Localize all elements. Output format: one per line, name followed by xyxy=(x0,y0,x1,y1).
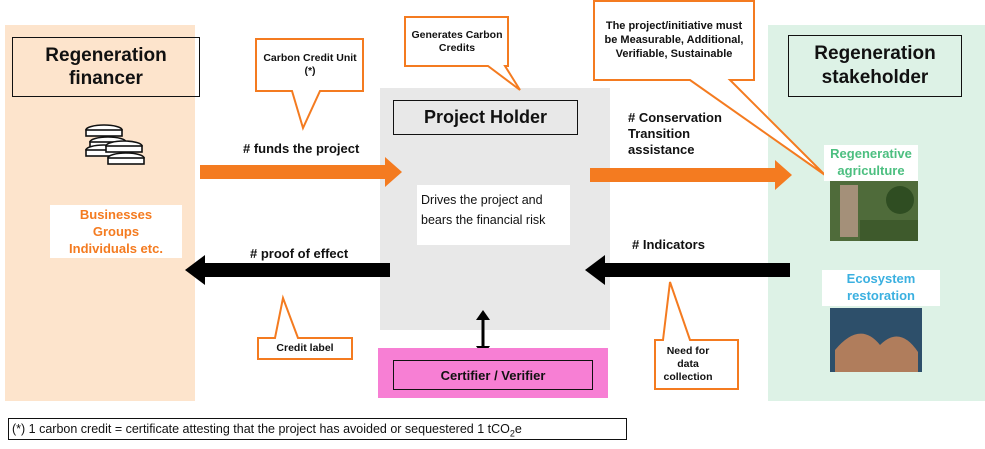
data-collection-callout xyxy=(654,281,739,390)
footnote-suffix: e xyxy=(514,422,522,436)
data-collection-callout-text: Need for data collection xyxy=(663,345,713,383)
generates-callout xyxy=(404,16,521,91)
conservation-label: # Conservation Transition assistance xyxy=(628,110,722,158)
footnote-subscript: 2 xyxy=(509,428,515,439)
carbon-unit-callout xyxy=(255,38,364,131)
financer-members: Businesses Groups Individuals etc. xyxy=(50,205,182,258)
ecosystem-photo xyxy=(830,308,922,372)
requirements-callout xyxy=(593,0,826,176)
footnote: (*) 1 carbon credit = certificate attest… xyxy=(8,418,627,440)
conservation-line-3: assistance xyxy=(628,142,695,157)
footnote-text: (*) 1 carbon credit = certificate attest… xyxy=(12,422,510,436)
project-holder-description: Drives the project and bears the financi… xyxy=(417,185,570,245)
funds-arrow xyxy=(200,157,402,187)
agriculture-photo xyxy=(830,181,918,241)
coins-icon xyxy=(85,124,145,165)
project-holder-title: Project Holder xyxy=(393,100,578,135)
certifier-label: Certifier / Verifier xyxy=(393,360,593,390)
certifier-panel: Certifier / Verifier xyxy=(378,348,608,398)
member-businesses: Businesses xyxy=(79,207,153,222)
conservation-line-2: Transition xyxy=(628,126,691,141)
member-groups: Groups xyxy=(92,224,140,239)
proof-label: # proof of effect xyxy=(250,246,349,261)
financer-title: Regeneration financer xyxy=(12,37,200,97)
ecosystem-restoration-label: Ecosystem restoration xyxy=(822,270,940,306)
carbon-unit-callout-text: Carbon Credit Unit (*) xyxy=(263,52,357,77)
credit-label-callout-text: Credit label xyxy=(276,342,334,354)
member-individuals: Individuals etc. xyxy=(69,241,163,256)
conservation-arrow xyxy=(590,160,792,190)
regenerative-agriculture-label: Regenerative agriculture xyxy=(824,145,918,181)
proof-arrow xyxy=(185,255,390,285)
credit-label-callout xyxy=(257,294,353,360)
stakeholder-title: Regeneration stakeholder xyxy=(788,35,962,97)
funds-label: # funds the project xyxy=(243,141,360,156)
requirements-callout-text: The project/initiative must be Measurabl… xyxy=(604,20,744,60)
indicators-label: # Indicators xyxy=(632,237,705,252)
generates-callout-text: Generates Carbon Credits xyxy=(411,29,503,54)
conservation-line-1: # Conservation xyxy=(628,110,722,125)
indicators-arrow xyxy=(585,255,790,285)
